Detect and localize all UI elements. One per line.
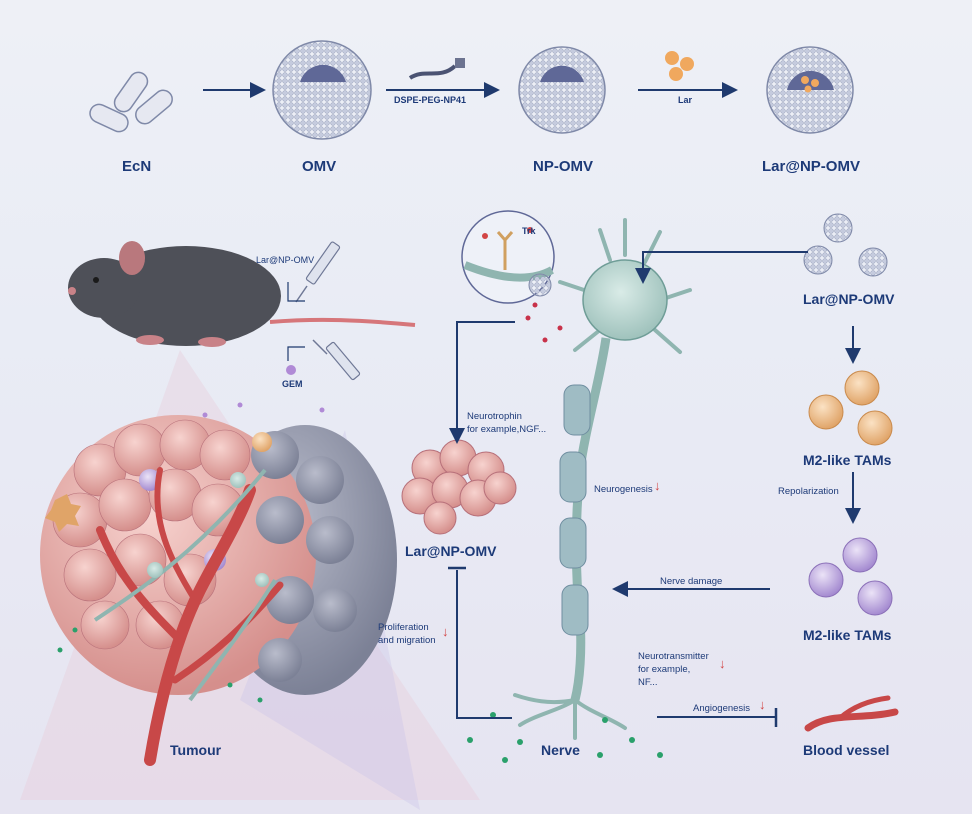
angiogenesis-label: Angiogenesis (693, 703, 751, 714)
syringe-bottom (312, 339, 361, 381)
angiogenesis-down-arrow: ↓ (759, 697, 766, 712)
neurotrophin-line1: Neurotrophin (467, 411, 522, 422)
neuron (513, 218, 692, 740)
ecn-label: EcN (122, 158, 152, 175)
np-omv-particle (518, 46, 606, 134)
cluster-label: Lar@NP-OMV (405, 543, 497, 559)
nerve-damage-label: Nerve damage (660, 576, 723, 587)
m2-tams-orange (808, 370, 893, 446)
gem-label: GEM (282, 379, 303, 389)
dspe-peg-np41-reagent (408, 58, 465, 80)
connector-arrows (448, 251, 861, 727)
green-dots (467, 712, 663, 763)
trk-label: Trk (522, 226, 536, 236)
nerve-label: Nerve (541, 742, 580, 758)
tumour-illustration (40, 415, 397, 766)
neurogenesis-down-arrow: ↓ (654, 478, 661, 493)
neurogenesis-label: Neurogenesis (594, 484, 653, 495)
omv-particle (272, 40, 372, 140)
blood-vessel-label: Blood vessel (803, 742, 890, 758)
trk-inset (461, 210, 555, 304)
lar-np-omv-particle (766, 46, 854, 134)
tumour-dots (57, 402, 325, 703)
injection-label: Lar@NP-OMV (256, 255, 315, 265)
neurotrophin-line2: for example,NGF... (467, 424, 547, 435)
lar-molecules (665, 51, 694, 81)
tumour-label: Tumour (170, 742, 222, 758)
m2-tams-purple (808, 537, 893, 616)
proliferation-line1: Proliferation (378, 622, 429, 633)
neurotransmitter-line3: NF... (638, 677, 658, 688)
cancer-cell-cluster (401, 439, 517, 535)
neurotransmitter-line1: Neurotransmitter (638, 651, 709, 662)
np-omv-label: NP-OMV (533, 158, 593, 175)
ecn-bacteria (89, 71, 173, 133)
syringe-top (295, 241, 341, 303)
m2-tams-label-1: M2-like TAMs (803, 452, 892, 468)
lar-np-omv-group (803, 213, 888, 277)
neurotransmitter-down-arrow: ↓ (719, 656, 726, 671)
proliferation-down-arrow: ↓ (442, 624, 449, 639)
omv-label: OMV (302, 158, 337, 175)
blood-vessel-icon (804, 695, 899, 732)
lar-np-omv-label: Lar@NP-OMV (762, 158, 860, 175)
lar-arrow-label: Lar (678, 95, 693, 105)
dspe-peg-np41-label: DSPE-PEG-NP41 (394, 95, 467, 105)
proliferation-line2: and migration (378, 635, 436, 646)
m2-tams-label-2: M2-like TAMs (803, 627, 892, 643)
neurotransmitter-line2: for example, (638, 664, 691, 675)
red-dots (525, 302, 563, 343)
repolarization-label: Repolarization (778, 486, 839, 497)
right-lar-np-omv-label: Lar@NP-OMV (803, 291, 895, 307)
mouse-illustration (68, 241, 416, 347)
